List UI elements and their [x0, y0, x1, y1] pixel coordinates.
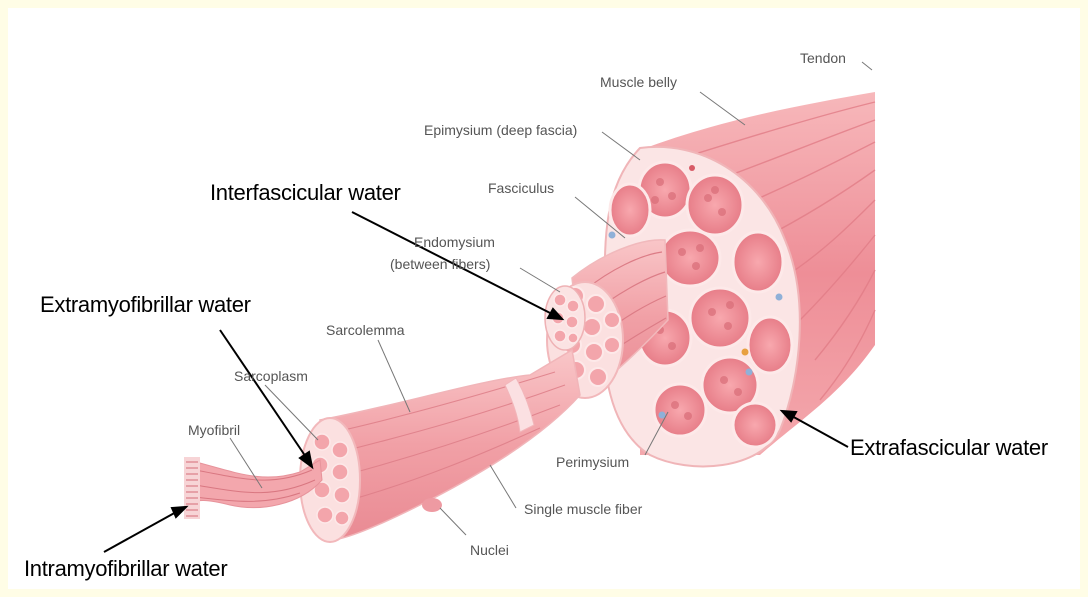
annotation-extramyofibrillar-water: Extramyofibrillar water	[40, 292, 251, 318]
label-sarcolemma: Sarcolemma	[326, 322, 405, 338]
label-muscle-belly: Muscle belly	[600, 74, 677, 90]
annotation-extrafascicular-water: Extrafascicular water	[850, 435, 1048, 461]
muscle-anatomy-diagram: Tendon Muscle belly Epimysium (deep fasc…	[8, 8, 1080, 589]
annotation-interfascicular-water: Interfascicular water	[210, 180, 401, 206]
label-tendon: Tendon	[800, 50, 846, 66]
label-endomysium: Endomysium	[414, 234, 495, 250]
label-single-muscle-fiber: Single muscle fiber	[524, 501, 642, 517]
annotation-intramyofibrillar-water: Intramyofibrillar water	[24, 556, 227, 582]
label-nuclei: Nuclei	[470, 542, 509, 558]
label-fasciculus: Fasciculus	[488, 180, 554, 196]
label-myofibril: Myofibril	[188, 422, 240, 438]
label-epimysium: Epimysium (deep fascia)	[424, 122, 577, 138]
label-endomysium-sub: (between fibers)	[390, 256, 490, 272]
label-sarcoplasm: Sarcoplasm	[234, 368, 308, 384]
label-perimysium: Perimysium	[556, 454, 629, 470]
